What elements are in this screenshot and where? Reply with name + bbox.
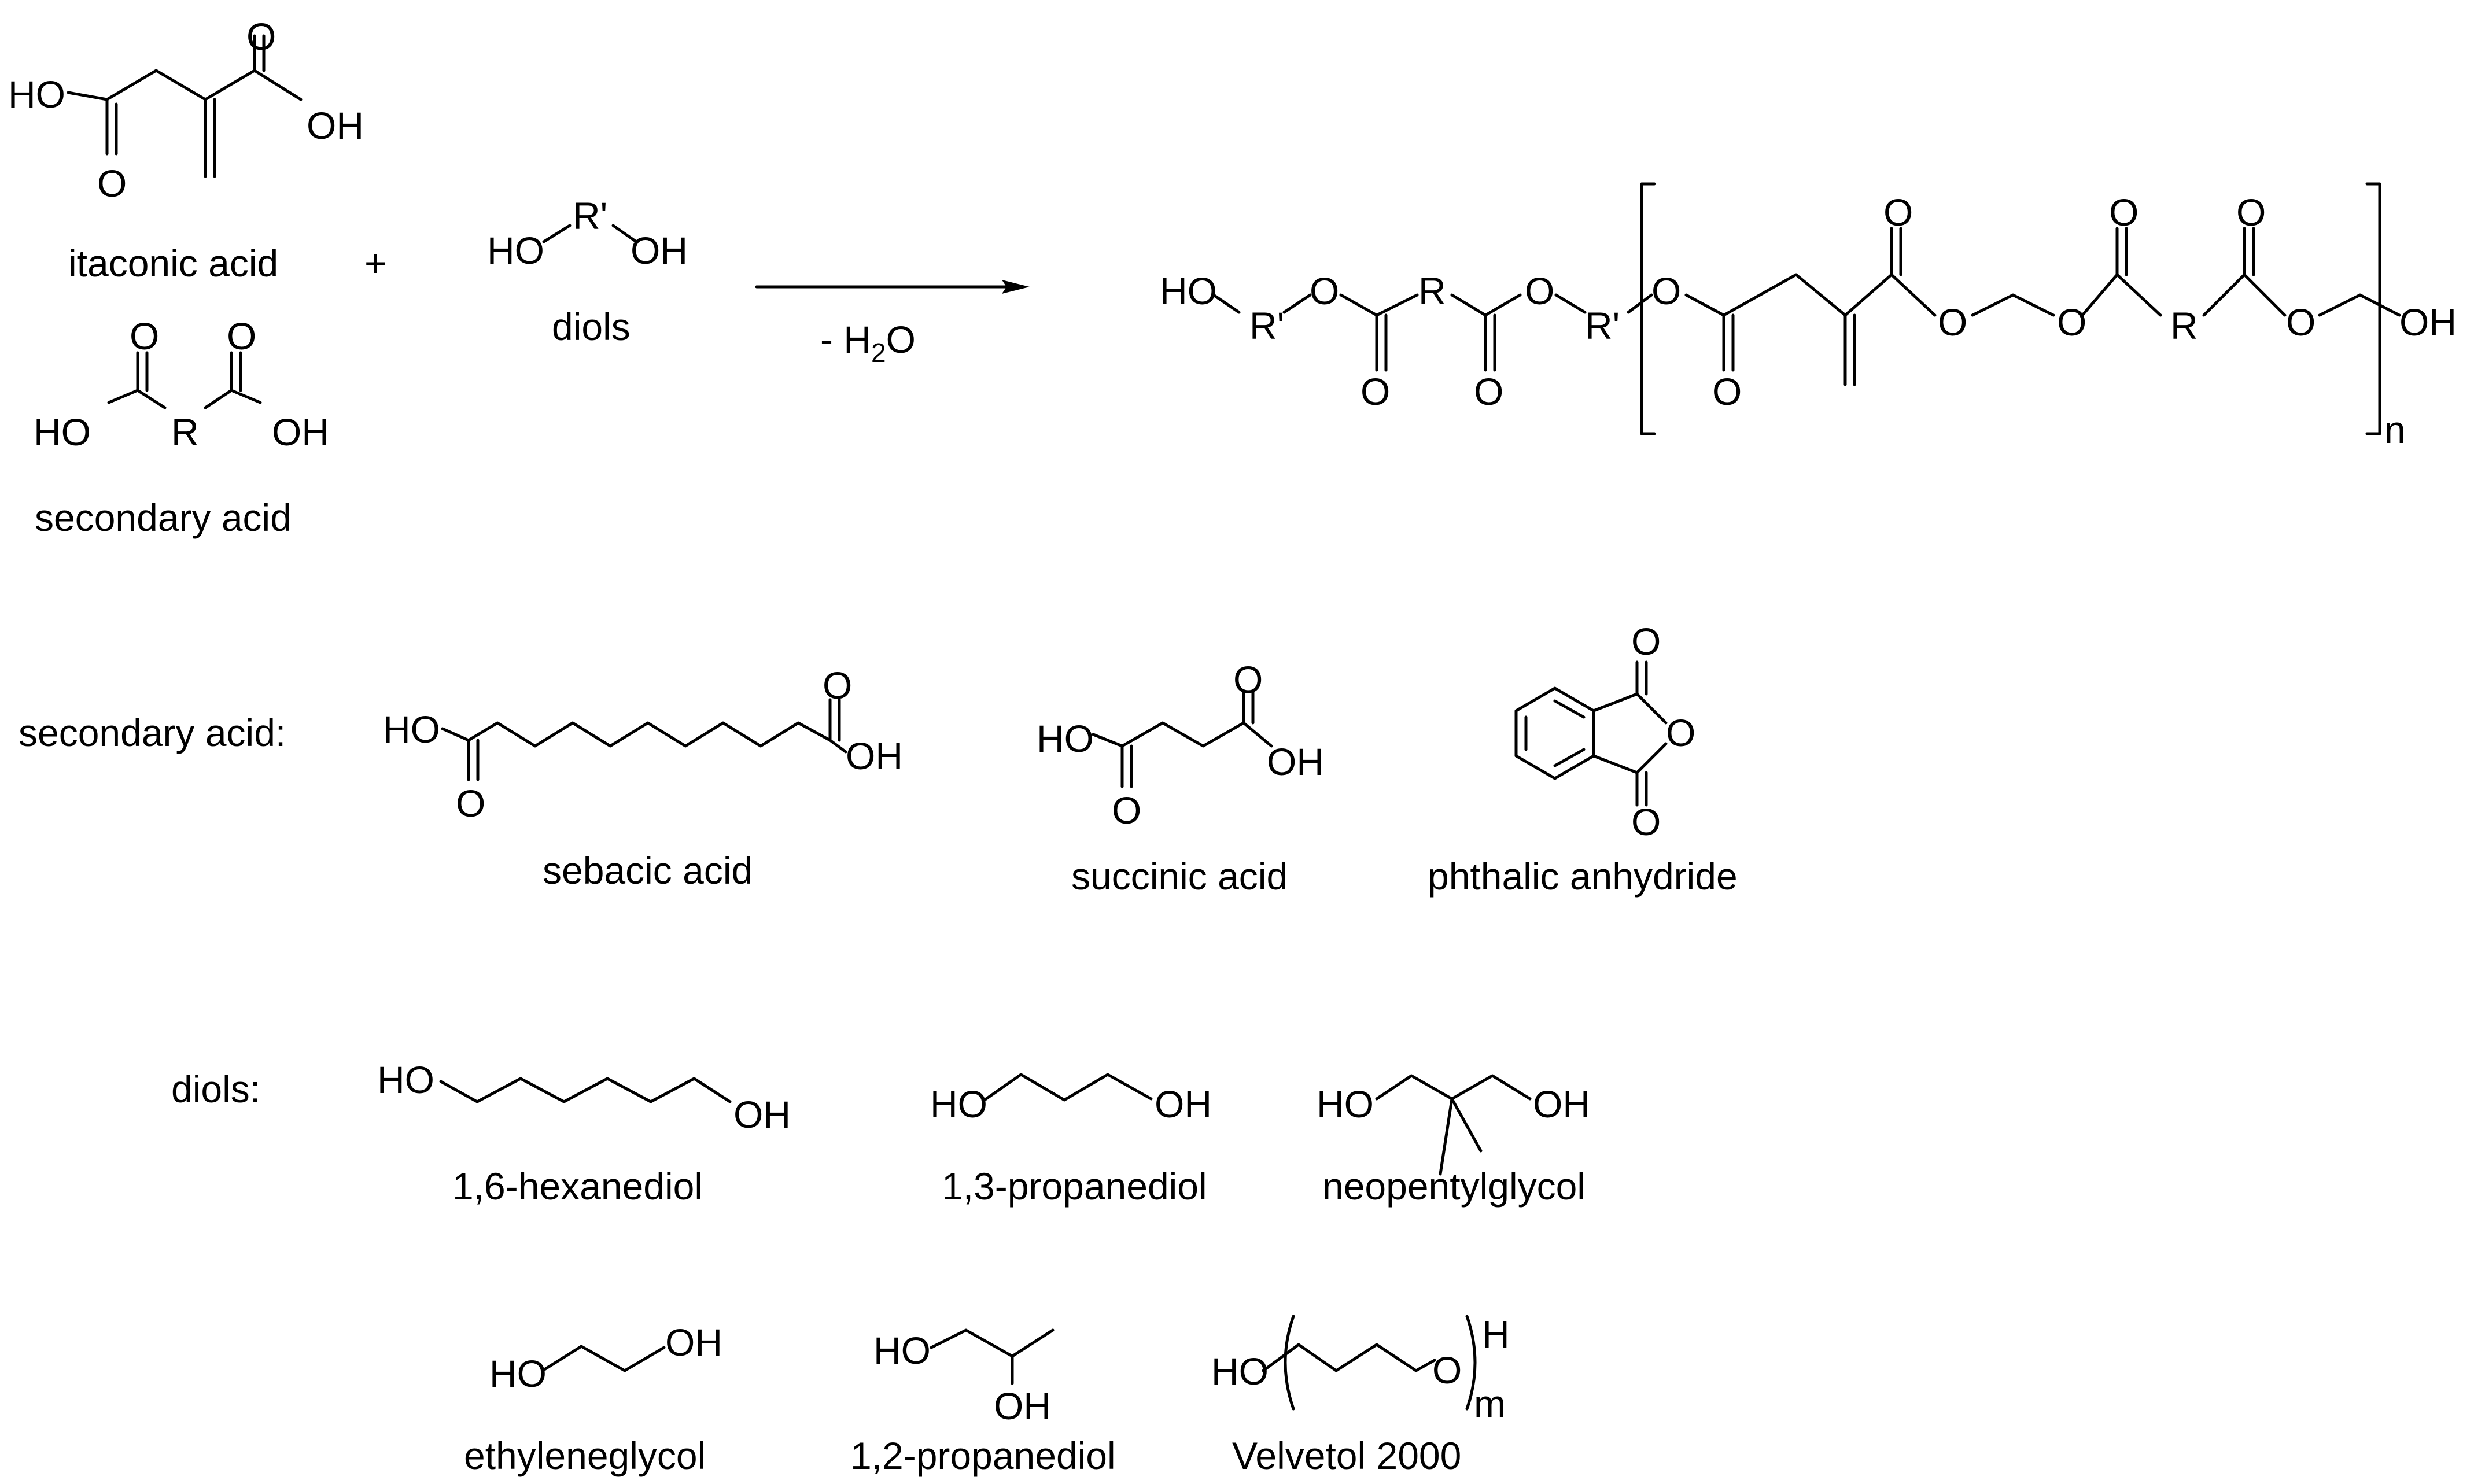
product-o-1: O xyxy=(1310,270,1339,312)
secondary-acid-r-label: R xyxy=(171,411,199,453)
neopentylglycol-name: neopentylglycol xyxy=(1322,1165,1586,1208)
product-r-prime-2: R' xyxy=(1585,304,1620,347)
product-o-carbonyl-5: O xyxy=(2109,191,2139,234)
ethyleneglycol-name: ethyleneglycol xyxy=(464,1434,706,1477)
product-r-1: R xyxy=(1418,270,1446,312)
propanediol-12-structure xyxy=(930,1328,1055,1385)
hexanediol-ho: HO xyxy=(377,1058,434,1101)
diols-section-label: diols: xyxy=(171,1068,260,1110)
sebacic-acid-name: sebacic acid xyxy=(543,849,753,892)
secondary-acid-ho-label: HO xyxy=(34,411,91,453)
product-r-2: R xyxy=(2170,304,2198,347)
product-repeat-n: n xyxy=(2384,408,2406,451)
propanediol-13-name: 1,3-propanediol xyxy=(942,1165,1207,1208)
secondary-acid-section-label: secondary acid: xyxy=(19,711,286,754)
ethyleneglycol-oh: OH xyxy=(665,1321,722,1364)
propanediol-12-name: 1,2-propanediol xyxy=(850,1434,1116,1477)
phthalic-anhydride-structure xyxy=(1514,660,1668,807)
itaconic-acid-structure xyxy=(67,34,303,178)
product-o-2: O xyxy=(1525,270,1554,312)
sebacic-o-right: O xyxy=(823,664,852,707)
product-o-carbonyl-4: O xyxy=(1883,191,1913,234)
ethyleneglycol-ho: HO xyxy=(489,1352,547,1395)
itaconic-o-top-label: O xyxy=(246,15,276,58)
generic-secondary-acid-structure xyxy=(107,351,262,409)
sebacic-oh: OH xyxy=(846,734,903,777)
product-o-3: O xyxy=(1651,270,1681,312)
phthalic-o-ring: O xyxy=(1666,711,1695,754)
itaconic-o-label: O xyxy=(97,162,127,205)
secondary-acid-name: secondary acid xyxy=(35,496,292,539)
propanediol-13-structure xyxy=(983,1073,1153,1102)
succinic-acid-structure xyxy=(1092,690,1273,788)
phthalic-anhydride-name: phthalic anhydride xyxy=(1428,855,1738,898)
sebacic-o-left: O xyxy=(456,782,485,825)
product-o-carbonyl-2: O xyxy=(1474,370,1503,413)
velvetol-ho: HO xyxy=(1211,1350,1269,1393)
secondary-acid-oh-label: OH xyxy=(272,411,329,453)
reaction-condition: - H2O xyxy=(820,318,916,368)
product-ho-end: HO xyxy=(1160,270,1217,312)
propanediol-12-ho: HO xyxy=(873,1329,931,1372)
itaconic-ho-label: HO xyxy=(8,73,65,116)
itaconic-oh-label: OH xyxy=(307,104,364,147)
velvetol-o: O xyxy=(1432,1349,1462,1391)
propanediol-13-ho: HO xyxy=(930,1083,987,1125)
velvetol-structure xyxy=(1262,1315,1477,1411)
phthalic-o-top: O xyxy=(1631,620,1661,663)
product-o-6: O xyxy=(2286,301,2316,344)
ethyleneglycol-structure xyxy=(541,1345,666,1372)
hexanediol-structure xyxy=(439,1077,732,1103)
hexanediol-oh: OH xyxy=(733,1093,791,1136)
plus-sign: + xyxy=(364,242,387,285)
product-o-4: O xyxy=(1938,301,1967,344)
product-r-prime-1: R' xyxy=(1249,304,1284,347)
sebacic-ho: HO xyxy=(383,708,440,751)
diol-oh-label: OH xyxy=(631,229,688,272)
neopentylglycol-oh: OH xyxy=(1533,1083,1590,1125)
propanediol-12-oh: OH xyxy=(994,1385,1051,1427)
velvetol-name: Velvetol 2000 xyxy=(1232,1434,1461,1477)
succinic-o-right: O xyxy=(1233,658,1263,701)
diols-name: diols xyxy=(552,305,631,348)
succinic-oh: OH xyxy=(1267,740,1324,783)
product-o-carbonyl-1: O xyxy=(1360,370,1390,413)
product-o-carbonyl-3: O xyxy=(1712,370,1742,413)
product-o-5: O xyxy=(2057,301,2086,344)
velvetol-repeat-m: m xyxy=(1474,1382,1506,1425)
itaconic-acid-name: itaconic acid xyxy=(68,242,278,285)
product-o-carbonyl-6: O xyxy=(2236,191,2266,234)
secondary-acid-o-left: O xyxy=(130,315,159,357)
succinic-ho: HO xyxy=(1037,717,1094,760)
neopentylglycol-ho: HO xyxy=(1317,1083,1374,1125)
sebacic-acid-structure xyxy=(441,698,847,781)
velvetol-h: H xyxy=(1482,1313,1510,1356)
polyester-product-structure xyxy=(1212,182,2401,435)
hexanediol-name: 1,6-hexanediol xyxy=(452,1165,703,1208)
succinic-acid-name: succinic acid xyxy=(1071,855,1288,898)
neopentylglycol-structure xyxy=(1375,1074,1532,1176)
diol-ho-label: HO xyxy=(487,229,544,272)
propanediol-13-oh: OH xyxy=(1155,1083,1212,1125)
product-oh-end: OH xyxy=(2399,301,2457,344)
generic-diol-structure xyxy=(542,224,638,243)
diol-r-prime-label: R' xyxy=(573,194,607,237)
succinic-o-left: O xyxy=(1112,789,1141,832)
secondary-acid-o-right: O xyxy=(227,315,256,357)
reaction-arrow xyxy=(755,280,1030,294)
phthalic-o-bottom: O xyxy=(1631,800,1661,843)
